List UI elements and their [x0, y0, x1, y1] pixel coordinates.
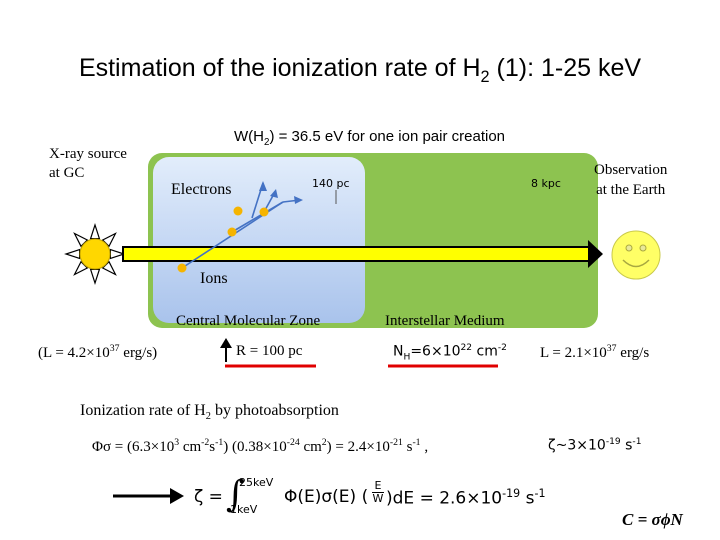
radius-label: R = 100 pc — [236, 343, 303, 359]
column-density: NH=6×1022 cm-2 — [393, 343, 507, 363]
zeta-estimate: ζ~3×10-19 s-1 — [548, 437, 642, 454]
distance-140pc-label: 140 pc — [312, 177, 350, 190]
ions-label: Ions — [200, 270, 228, 287]
ion-electron-dots — [177, 206, 269, 273]
sun-ray — [89, 223, 101, 240]
sun-ray — [89, 268, 101, 285]
sun-ray — [64, 248, 81, 260]
ionization-heading: Ionization rate of H2 by photoabsorption — [80, 402, 339, 423]
integral-sign: ∫ — [226, 474, 245, 515]
phi-sigma-equation: Φσ = (6.3×103 cm-2s-1) (0.38×10-24 cm2) … — [92, 437, 429, 455]
central-zone-label: Central Molecular Zone — [176, 313, 321, 329]
c-formula: C = σϕN — [622, 510, 683, 529]
track-arrowheads — [259, 181, 303, 204]
sun-icon — [64, 223, 126, 285]
distance-8kpc-label: 8 kpc — [531, 177, 561, 190]
slide-title: Estimation of the ionization rate of H2 … — [78, 54, 642, 86]
smiley-icon — [611, 230, 661, 280]
source-luminosity: (L = 4.2×1037 erg/s) — [38, 343, 158, 361]
observed-luminosity: L = 2.1×1037 erg/s — [540, 343, 650, 361]
up-arrow — [220, 338, 232, 362]
central-molecular-zone-region — [153, 157, 365, 323]
xray-beam — [122, 246, 590, 262]
result-arrow — [113, 488, 184, 504]
sun-ray — [109, 248, 126, 260]
ism-label: Interstellar Medium — [385, 313, 505, 329]
beam-arrowhead — [588, 240, 603, 268]
w-value-label: W(H2) = 36.5 eV for one ion pair creatio… — [234, 128, 505, 148]
electrons-label: Electrons — [171, 181, 232, 198]
